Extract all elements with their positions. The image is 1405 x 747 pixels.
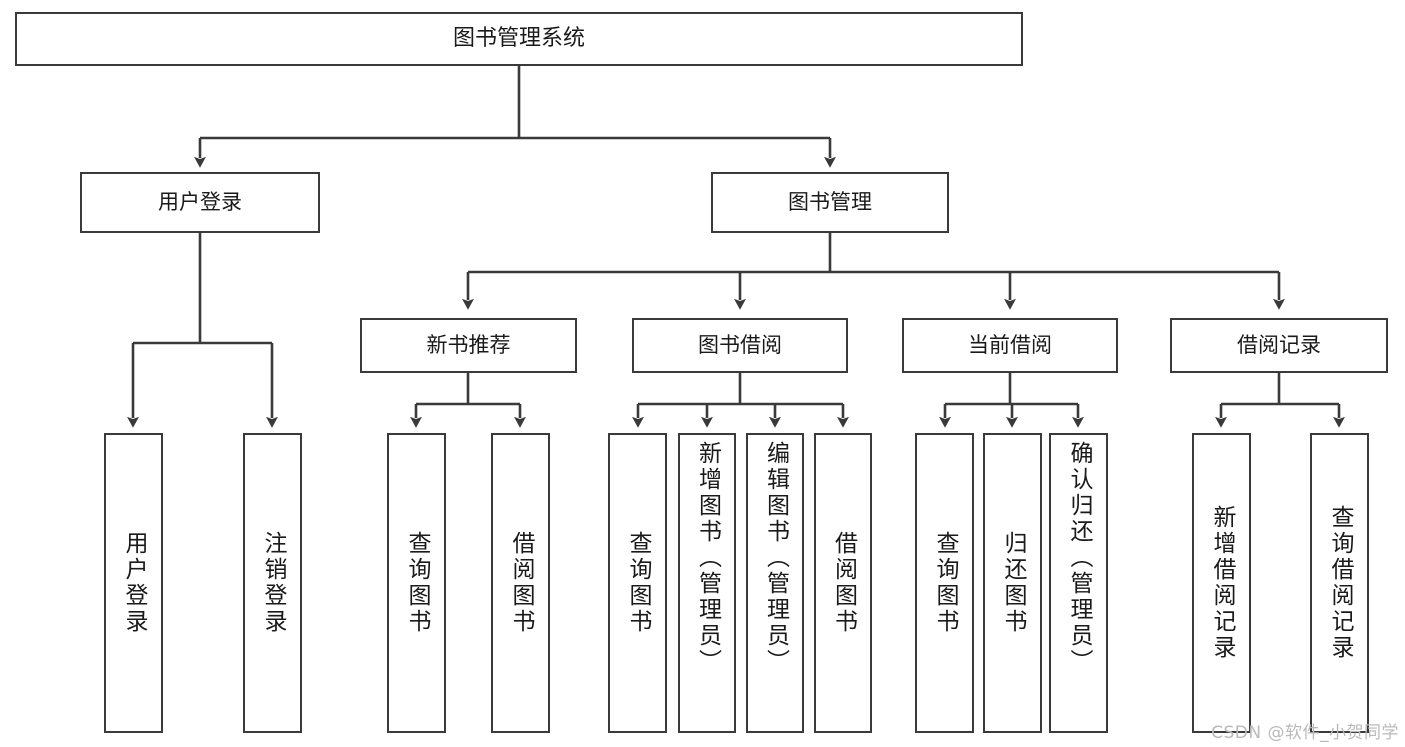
node-book-manage-label: 图书管理 [788,190,872,215]
leaf-borrow-record-query-label: 查询借阅记录 [1327,505,1353,661]
node-root[interactable]: 图书管理系统 [15,12,1023,66]
leaf-book-borrow-lend[interactable]: 借阅图书 [814,433,872,733]
leaf-current-borrow-query-label: 查询图书 [932,531,958,635]
leaf-new-book-query[interactable]: 查询图书 [387,433,446,733]
leaf-book-borrow-lend-label: 借阅图书 [830,531,857,635]
leaf-new-book-borrow[interactable]: 借阅图书 [491,433,550,733]
leaf-borrow-record-add[interactable]: 新增借阅记录 [1192,433,1251,733]
leaf-book-borrow-edit[interactable]: 编辑图书（管理员） [746,433,804,733]
node-book-borrow-label: 图书借阅 [698,333,782,358]
leaf-borrow-record-query[interactable]: 查询借阅记录 [1310,433,1369,733]
csdn-watermark: CSDN @软件_小贺同学 [1211,723,1399,743]
leaf-new-book-query-label: 查询图书 [404,531,430,635]
leaf-current-borrow-return-label: 归还图书 [1000,531,1026,635]
node-new-book-recommend[interactable]: 新书推荐 [360,318,577,373]
node-book-borrow[interactable]: 图书借阅 [632,318,848,373]
leaf-user-login-login-label: 用户登录 [121,531,147,635]
leaf-borrow-record-add-label: 新增借阅记录 [1209,505,1235,661]
leaf-book-borrow-query[interactable]: 查询图书 [608,433,667,733]
leaf-current-borrow-confirm[interactable]: 确认归还（管理员） [1049,433,1108,733]
leaf-current-borrow-confirm-label: 确认归还（管理员） [1066,441,1092,675]
node-new-book-recommend-label: 新书推荐 [426,333,511,358]
leaf-new-book-borrow-label: 借阅图书 [508,531,534,635]
node-user-login-label: 用户登录 [158,190,242,215]
node-current-borrow[interactable]: 当前借阅 [902,318,1118,373]
leaf-user-login-logout-label: 注销登录 [260,531,286,635]
node-current-borrow-label: 当前借阅 [968,333,1052,358]
node-user-login[interactable]: 用户登录 [80,172,320,233]
leaf-book-borrow-edit-label: 编辑图书（管理员） [762,441,789,675]
leaf-user-login-logout[interactable]: 注销登录 [243,433,302,733]
leaf-user-login-login[interactable]: 用户登录 [104,433,163,733]
node-borrow-record-label: 借阅记录 [1237,333,1321,358]
leaf-book-borrow-add-label: 新增图书（管理员） [694,441,721,675]
leaf-book-borrow-query-label: 查询图书 [625,531,651,635]
node-root-label: 图书管理系统 [452,26,585,52]
leaf-book-borrow-add[interactable]: 新增图书（管理员） [678,433,736,733]
leaf-current-borrow-query[interactable]: 查询图书 [915,433,974,733]
node-borrow-record[interactable]: 借阅记录 [1170,318,1388,373]
node-book-manage[interactable]: 图书管理 [711,172,949,233]
leaf-current-borrow-return[interactable]: 归还图书 [983,433,1042,733]
